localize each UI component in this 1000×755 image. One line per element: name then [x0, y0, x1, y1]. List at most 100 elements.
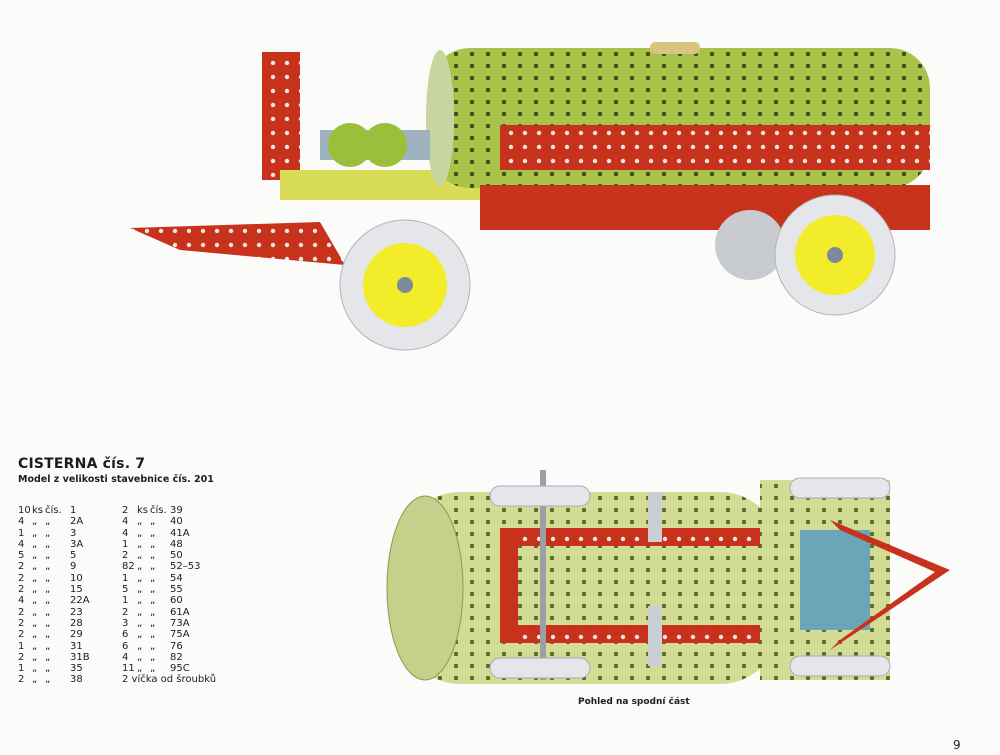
part-number-label: „	[150, 538, 156, 550]
part-quantity: 2	[18, 606, 25, 618]
parts-row: 1„„3	[18, 528, 128, 539]
part-quantity: 4	[122, 527, 129, 539]
part-number-label: „	[150, 651, 156, 663]
part-number: 1	[70, 505, 77, 516]
part-unit: „	[137, 629, 143, 641]
part-quantity: 5	[18, 550, 25, 562]
part-quantity: 4	[18, 595, 25, 607]
parts-row: 2„„61A	[122, 607, 262, 618]
part-unit: „	[32, 663, 38, 675]
part-quantity: 1	[18, 527, 25, 539]
part-number: 28	[70, 617, 83, 629]
part-number-label: „	[150, 527, 156, 539]
part-quantity: 6	[122, 629, 129, 641]
parts-row: 1„„35	[18, 663, 128, 674]
part-number-label: „	[45, 561, 51, 573]
part-number-label: „	[45, 629, 51, 641]
parts-row: 4„„41A	[122, 528, 262, 539]
part-number-label: „	[150, 617, 156, 629]
part-quantity: 1	[18, 663, 25, 675]
page-number: 9	[953, 738, 961, 752]
part-quantity: 1	[18, 640, 25, 652]
part-number: 23	[70, 606, 83, 618]
part-number-label: „	[45, 651, 51, 663]
part-quantity: 2	[122, 550, 129, 562]
part-unit: „	[32, 516, 38, 528]
part-quantity: 2	[18, 651, 25, 663]
part-unit: „	[32, 561, 38, 573]
part-quantity: 2	[18, 629, 25, 641]
underside-caption: Pohled na spodní část	[578, 697, 690, 707]
tank-trailer-underside-view	[386, 470, 950, 684]
parts-row: 2„„29	[18, 629, 128, 640]
part-number: 52–53	[170, 561, 201, 573]
part-unit: „	[32, 527, 38, 539]
part-unit: „	[137, 617, 143, 629]
parts-row: 82„„52–53	[122, 561, 262, 572]
part-quantity: 2	[122, 505, 129, 516]
part-unit: „	[137, 606, 143, 618]
part-number-label: „	[150, 584, 156, 596]
part-number: 39	[170, 505, 183, 516]
part-number: 50	[170, 550, 183, 562]
part-number-label: „	[45, 516, 51, 528]
parts-row: 5„„5	[18, 550, 128, 561]
part-quantity: 3	[122, 617, 129, 629]
part-number: 55	[170, 584, 183, 596]
part-number-label: „	[45, 674, 51, 686]
part-unit: „	[137, 651, 143, 663]
parts-row: 6„„76	[122, 641, 262, 652]
part-number: 5	[70, 550, 77, 562]
part-unit: „	[32, 640, 38, 652]
part-quantity: 4	[122, 651, 129, 663]
part-number-label: „	[150, 516, 156, 528]
part-number-label: „	[45, 663, 51, 675]
part-number: 48	[170, 538, 183, 550]
part-number: 3	[70, 527, 77, 539]
part-number-label: čís.	[45, 505, 62, 516]
part-quantity: 5	[122, 584, 129, 596]
part-quantity: 4	[18, 538, 25, 550]
part-number-label: „	[150, 629, 156, 641]
part-number: 76	[170, 640, 183, 652]
parts-row: 4„„2A	[18, 516, 128, 527]
parts-row: 2„„23	[18, 607, 128, 618]
part-quantity: 11	[122, 663, 135, 675]
part-number: 38	[70, 674, 83, 686]
parts-row: 4„„82	[122, 652, 262, 663]
parts-note: 2 víčka od šroubků	[122, 674, 217, 686]
part-number: 31	[70, 640, 83, 652]
part-quantity: 2	[18, 584, 25, 596]
part-number-label: „	[150, 640, 156, 652]
part-number-label: čís.	[150, 505, 167, 516]
part-number: 60	[170, 595, 183, 607]
part-unit: „	[32, 651, 38, 663]
part-number: 73A	[170, 617, 190, 629]
part-unit: „	[32, 674, 38, 686]
part-number: 61A	[170, 606, 190, 618]
parts-row: 2„„10	[18, 573, 128, 584]
parts-row: 4„„3A	[18, 539, 128, 550]
parts-row: 2„„50	[122, 550, 262, 561]
part-quantity: 1	[122, 538, 129, 550]
part-number: 10	[70, 572, 83, 584]
part-number-label: „	[45, 595, 51, 607]
part-unit: „	[32, 595, 38, 607]
part-number-label: „	[45, 640, 51, 652]
part-number-label: „	[150, 663, 156, 675]
part-number-label: „	[150, 550, 156, 562]
model-subtitle: Model z velikosti stavebnice čís. 201	[18, 474, 214, 485]
part-number: 41A	[170, 527, 190, 539]
part-number: 2A	[70, 516, 84, 528]
part-unit: „	[32, 572, 38, 584]
part-quantity: 2	[18, 572, 25, 584]
part-quantity: 82	[122, 561, 135, 573]
part-number: 29	[70, 629, 83, 641]
part-number: 31B	[70, 651, 90, 663]
parts-row: 4„„22A	[18, 595, 128, 606]
parts-row: 11„„95C	[122, 663, 262, 674]
part-unit: ks	[137, 505, 149, 516]
